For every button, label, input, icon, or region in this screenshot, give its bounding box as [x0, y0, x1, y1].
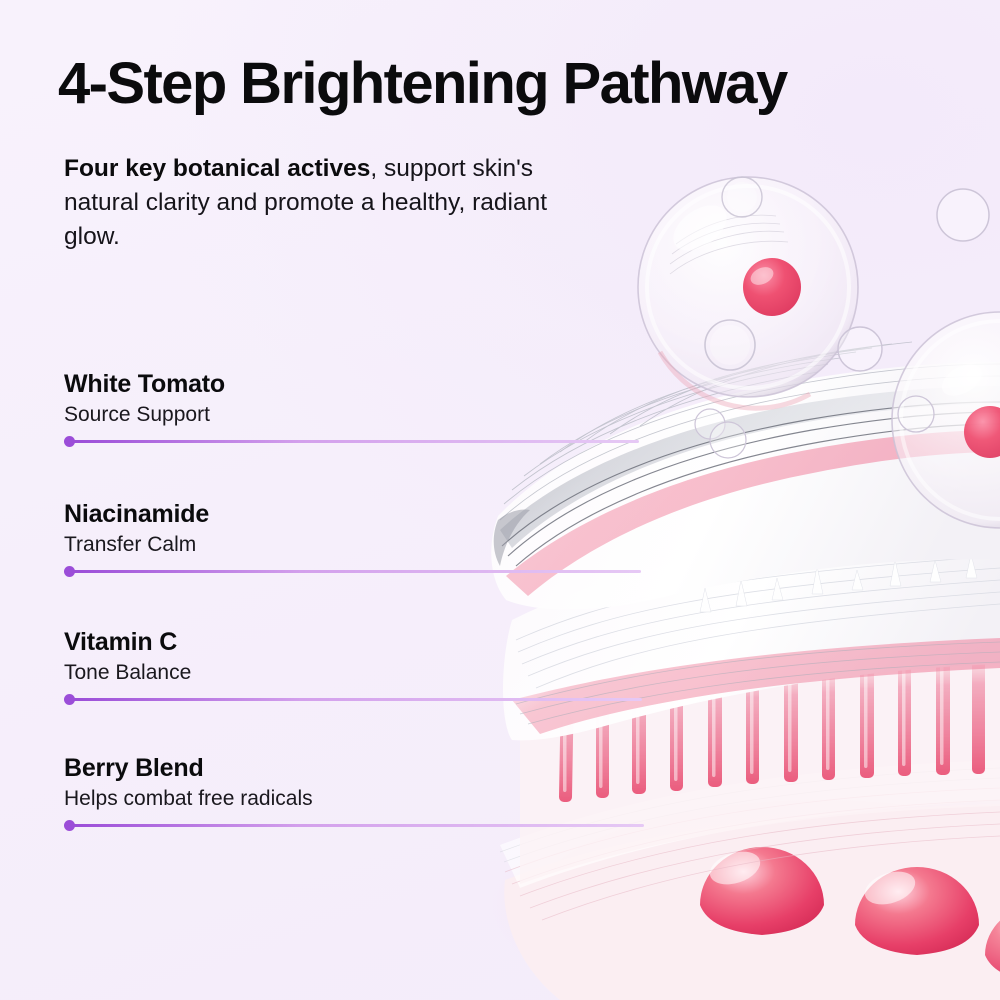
ingredient-item-vitamin-c[interactable]: Vitamin C Tone Balance	[64, 628, 192, 685]
bullet-dot-icon	[64, 566, 75, 577]
page-title: 4-Step Brightening Pathway	[58, 51, 788, 116]
rule-line	[73, 824, 644, 827]
rule-line	[73, 698, 642, 701]
ingredient-name: White Tomato	[64, 370, 226, 398]
ingredient-name: Vitamin C	[64, 628, 178, 656]
ingredient-name: Niacinamide	[64, 500, 210, 528]
bullet-dot-icon	[64, 694, 75, 705]
ingredient-desc: Source Support	[64, 402, 210, 426]
rule-line	[73, 570, 641, 573]
ingredient-desc: Tone Balance	[64, 660, 192, 684]
ingredient-item-niacinamide[interactable]: Niacinamide Transfer Calm	[64, 500, 210, 557]
ingredient-item-white-tomato[interactable]: White Tomato Source Support	[64, 370, 226, 427]
page-subtitle: Four key botanical actives, support skin…	[64, 152, 604, 253]
ingredient-desc: Transfer Calm	[64, 532, 197, 556]
rule-line	[73, 440, 639, 443]
ingredient-item-berry-blend[interactable]: Berry Blend Helps combat free radicals	[64, 754, 313, 811]
ingredient-name: Berry Blend	[64, 754, 204, 782]
ingredient-desc: Helps combat free radicals	[64, 786, 313, 810]
bullet-dot-icon	[64, 436, 75, 447]
bullet-dot-icon	[64, 820, 75, 831]
subtitle-rest: , support skin's natural clarity and pro…	[64, 155, 548, 250]
subtitle-lead: Four key botanical actives	[64, 155, 371, 182]
